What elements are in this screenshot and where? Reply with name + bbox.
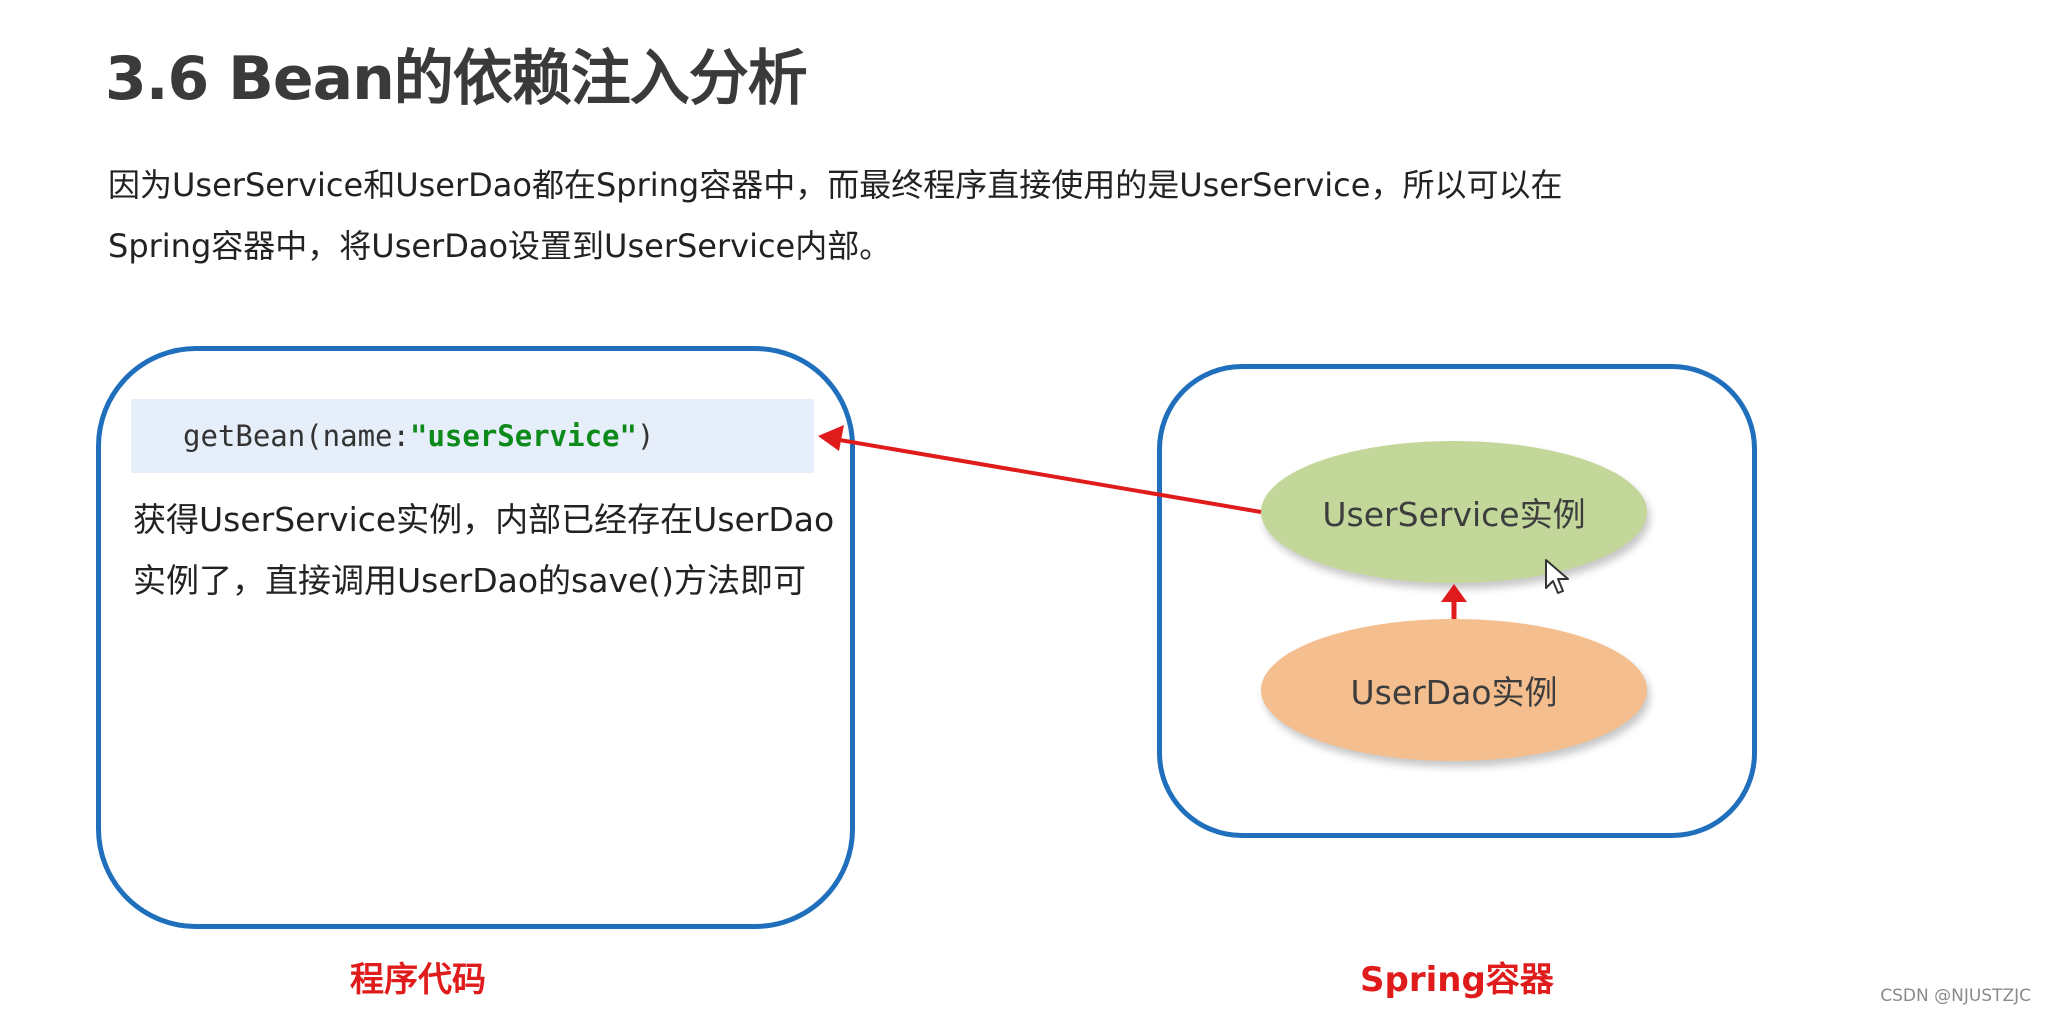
userservice-instance-label: UserService实例 (1322, 495, 1586, 534)
watermark: CSDN @NJUSTZJC (1880, 986, 2031, 1006)
intro-line-2: Spring容器中，将UserDao设置到UserService内部。 (108, 227, 892, 265)
program-description: 获得UserService实例，内部已经存在UserDao 实例了，直接调用Us… (133, 489, 834, 611)
description-line-1: 获得UserService实例，内部已经存在UserDao (133, 500, 835, 539)
userdao-instance-label: UserDao实例 (1350, 673, 1558, 712)
mouse-cursor-icon (1545, 559, 1569, 594)
intro-paragraph: 因为UserService和UserDao都在Spring容器中，而最终程序直接… (108, 155, 1562, 277)
arrow-dao-to-service (1441, 584, 1467, 619)
code-close: ) (636, 419, 655, 453)
code-string-arg: "userService" (409, 419, 637, 453)
userdao-instance-node: UserDao实例 (1261, 619, 1647, 761)
userservice-instance-node: UserService实例 (1261, 441, 1647, 583)
intro-line-1: 因为UserService和UserDao都在Spring容器中，而最终程序直接… (108, 166, 1563, 204)
spring-container-caption: Spring容器 (1360, 960, 1554, 1000)
arrow-service-to-code (818, 425, 1262, 514)
code-call: getBean(name: (183, 419, 410, 453)
page-title: 3.6 Bean的依赖注入分析 (105, 44, 808, 114)
program-code-caption: 程序代码 (350, 960, 486, 1000)
code-snippet: getBean(name:"userService") (131, 399, 814, 473)
description-line-2: 实例了，直接调用UserDao的save()方法即可 (133, 561, 807, 600)
